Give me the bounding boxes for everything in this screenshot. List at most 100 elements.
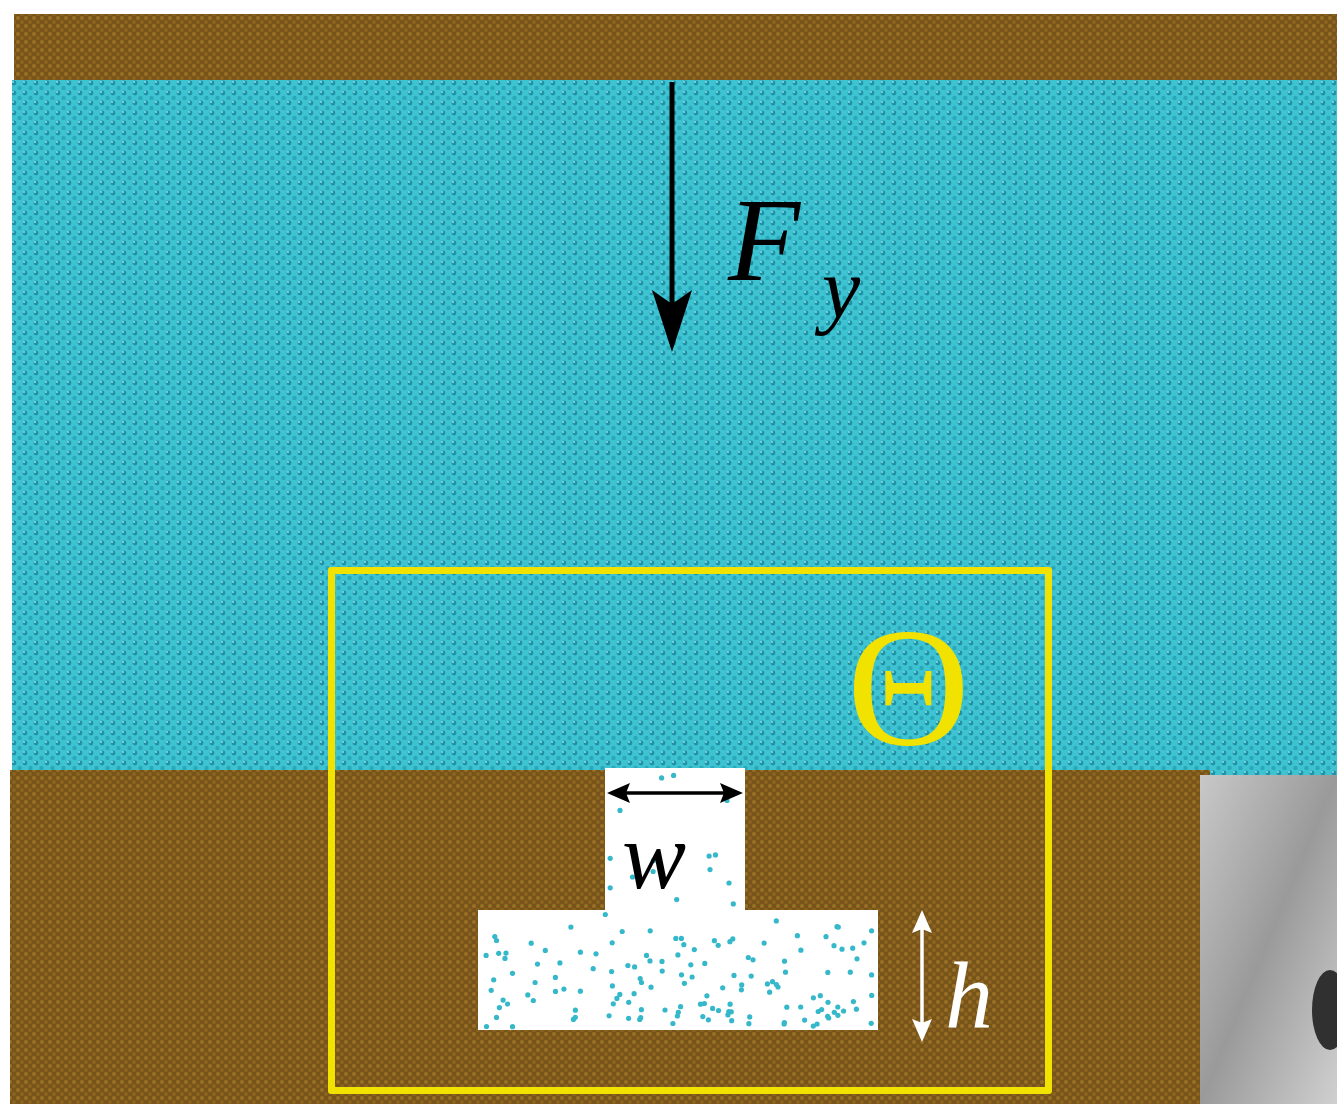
molecule [854, 956, 859, 961]
molecule [839, 947, 844, 952]
molecule [746, 1021, 751, 1026]
molecule [603, 912, 608, 917]
molecule [573, 1015, 578, 1020]
molecule [679, 936, 684, 941]
molecule [662, 1007, 667, 1012]
molecule [823, 934, 828, 939]
molecule [700, 1014, 705, 1019]
molecule [670, 1021, 675, 1026]
molecule [749, 974, 754, 979]
height-arrowhead [912, 910, 932, 933]
molecule [675, 952, 680, 957]
molecule [660, 969, 665, 974]
t-cavity [478, 768, 878, 1030]
molecule [704, 993, 709, 998]
molecule [798, 1004, 803, 1009]
molecule [783, 970, 788, 975]
molecule [533, 980, 538, 985]
molecule [675, 1013, 680, 1018]
molecule [811, 995, 816, 1000]
molecule [497, 1005, 502, 1010]
molecule [784, 1005, 789, 1010]
molecule [706, 1017, 711, 1022]
molecule [798, 948, 803, 953]
molecule [713, 852, 718, 857]
molecule [503, 951, 508, 956]
force-symbol: F [728, 182, 800, 300]
region-box: Θ [328, 567, 1052, 1094]
molecule [750, 957, 755, 962]
molecule [707, 854, 712, 859]
molecule [557, 960, 562, 965]
molecule [510, 971, 515, 976]
molecule [869, 972, 874, 977]
molecule [861, 940, 866, 945]
molecule [647, 958, 652, 963]
molecule [825, 1014, 830, 1019]
molecule [578, 989, 583, 994]
molecule [729, 1018, 734, 1023]
molecule [529, 941, 534, 946]
molecule [782, 1021, 787, 1026]
molecule [608, 856, 613, 861]
molecule [607, 1013, 612, 1018]
molecule [712, 938, 717, 943]
molecule [774, 918, 779, 923]
molecule [637, 1017, 642, 1022]
molecule [725, 1012, 730, 1017]
width-arrowhead [720, 783, 743, 803]
molecule [505, 1001, 510, 1006]
molecule [496, 951, 501, 956]
molecule [489, 988, 494, 993]
molecule [484, 1024, 489, 1029]
force-arrow [670, 82, 675, 312]
molecule [720, 985, 725, 990]
molecule [491, 977, 496, 982]
molecule [692, 947, 697, 952]
molecule [494, 938, 499, 943]
molecule [543, 948, 548, 953]
molecule [762, 941, 767, 946]
molecule [593, 951, 598, 956]
molecule [611, 1001, 616, 1006]
molecule [739, 987, 744, 992]
molecule [795, 933, 800, 938]
molecule [730, 936, 735, 941]
molecule [710, 1006, 715, 1011]
molecule [620, 929, 625, 934]
molecule [716, 943, 721, 948]
molecule [679, 972, 684, 977]
molecule [851, 999, 856, 1004]
molecule [854, 1007, 859, 1012]
molecule [638, 976, 643, 981]
molecule [553, 975, 558, 980]
molecule [510, 1024, 515, 1029]
molecule [869, 928, 874, 933]
molecule [671, 773, 676, 778]
molecule [767, 990, 772, 995]
molecule [811, 1024, 816, 1029]
molecule [681, 942, 686, 947]
molecule [850, 946, 855, 951]
molecule [731, 901, 736, 906]
molecule [626, 1000, 631, 1005]
molecule [869, 993, 874, 998]
molecule [494, 1015, 499, 1020]
molecule [610, 940, 615, 945]
molecule [484, 953, 489, 958]
molecule [825, 1000, 830, 1005]
molecule [659, 775, 664, 780]
molecule [525, 992, 530, 997]
cavity-molecules [484, 773, 875, 1029]
molecule [731, 973, 736, 978]
molecule [639, 1007, 644, 1012]
molecule [573, 1008, 578, 1013]
molecule [561, 987, 566, 992]
molecule [617, 808, 622, 813]
molecule [608, 885, 613, 890]
molecule [610, 983, 615, 988]
width-arrowhead [607, 783, 630, 803]
molecule [678, 1004, 683, 1009]
molecule [739, 982, 744, 987]
